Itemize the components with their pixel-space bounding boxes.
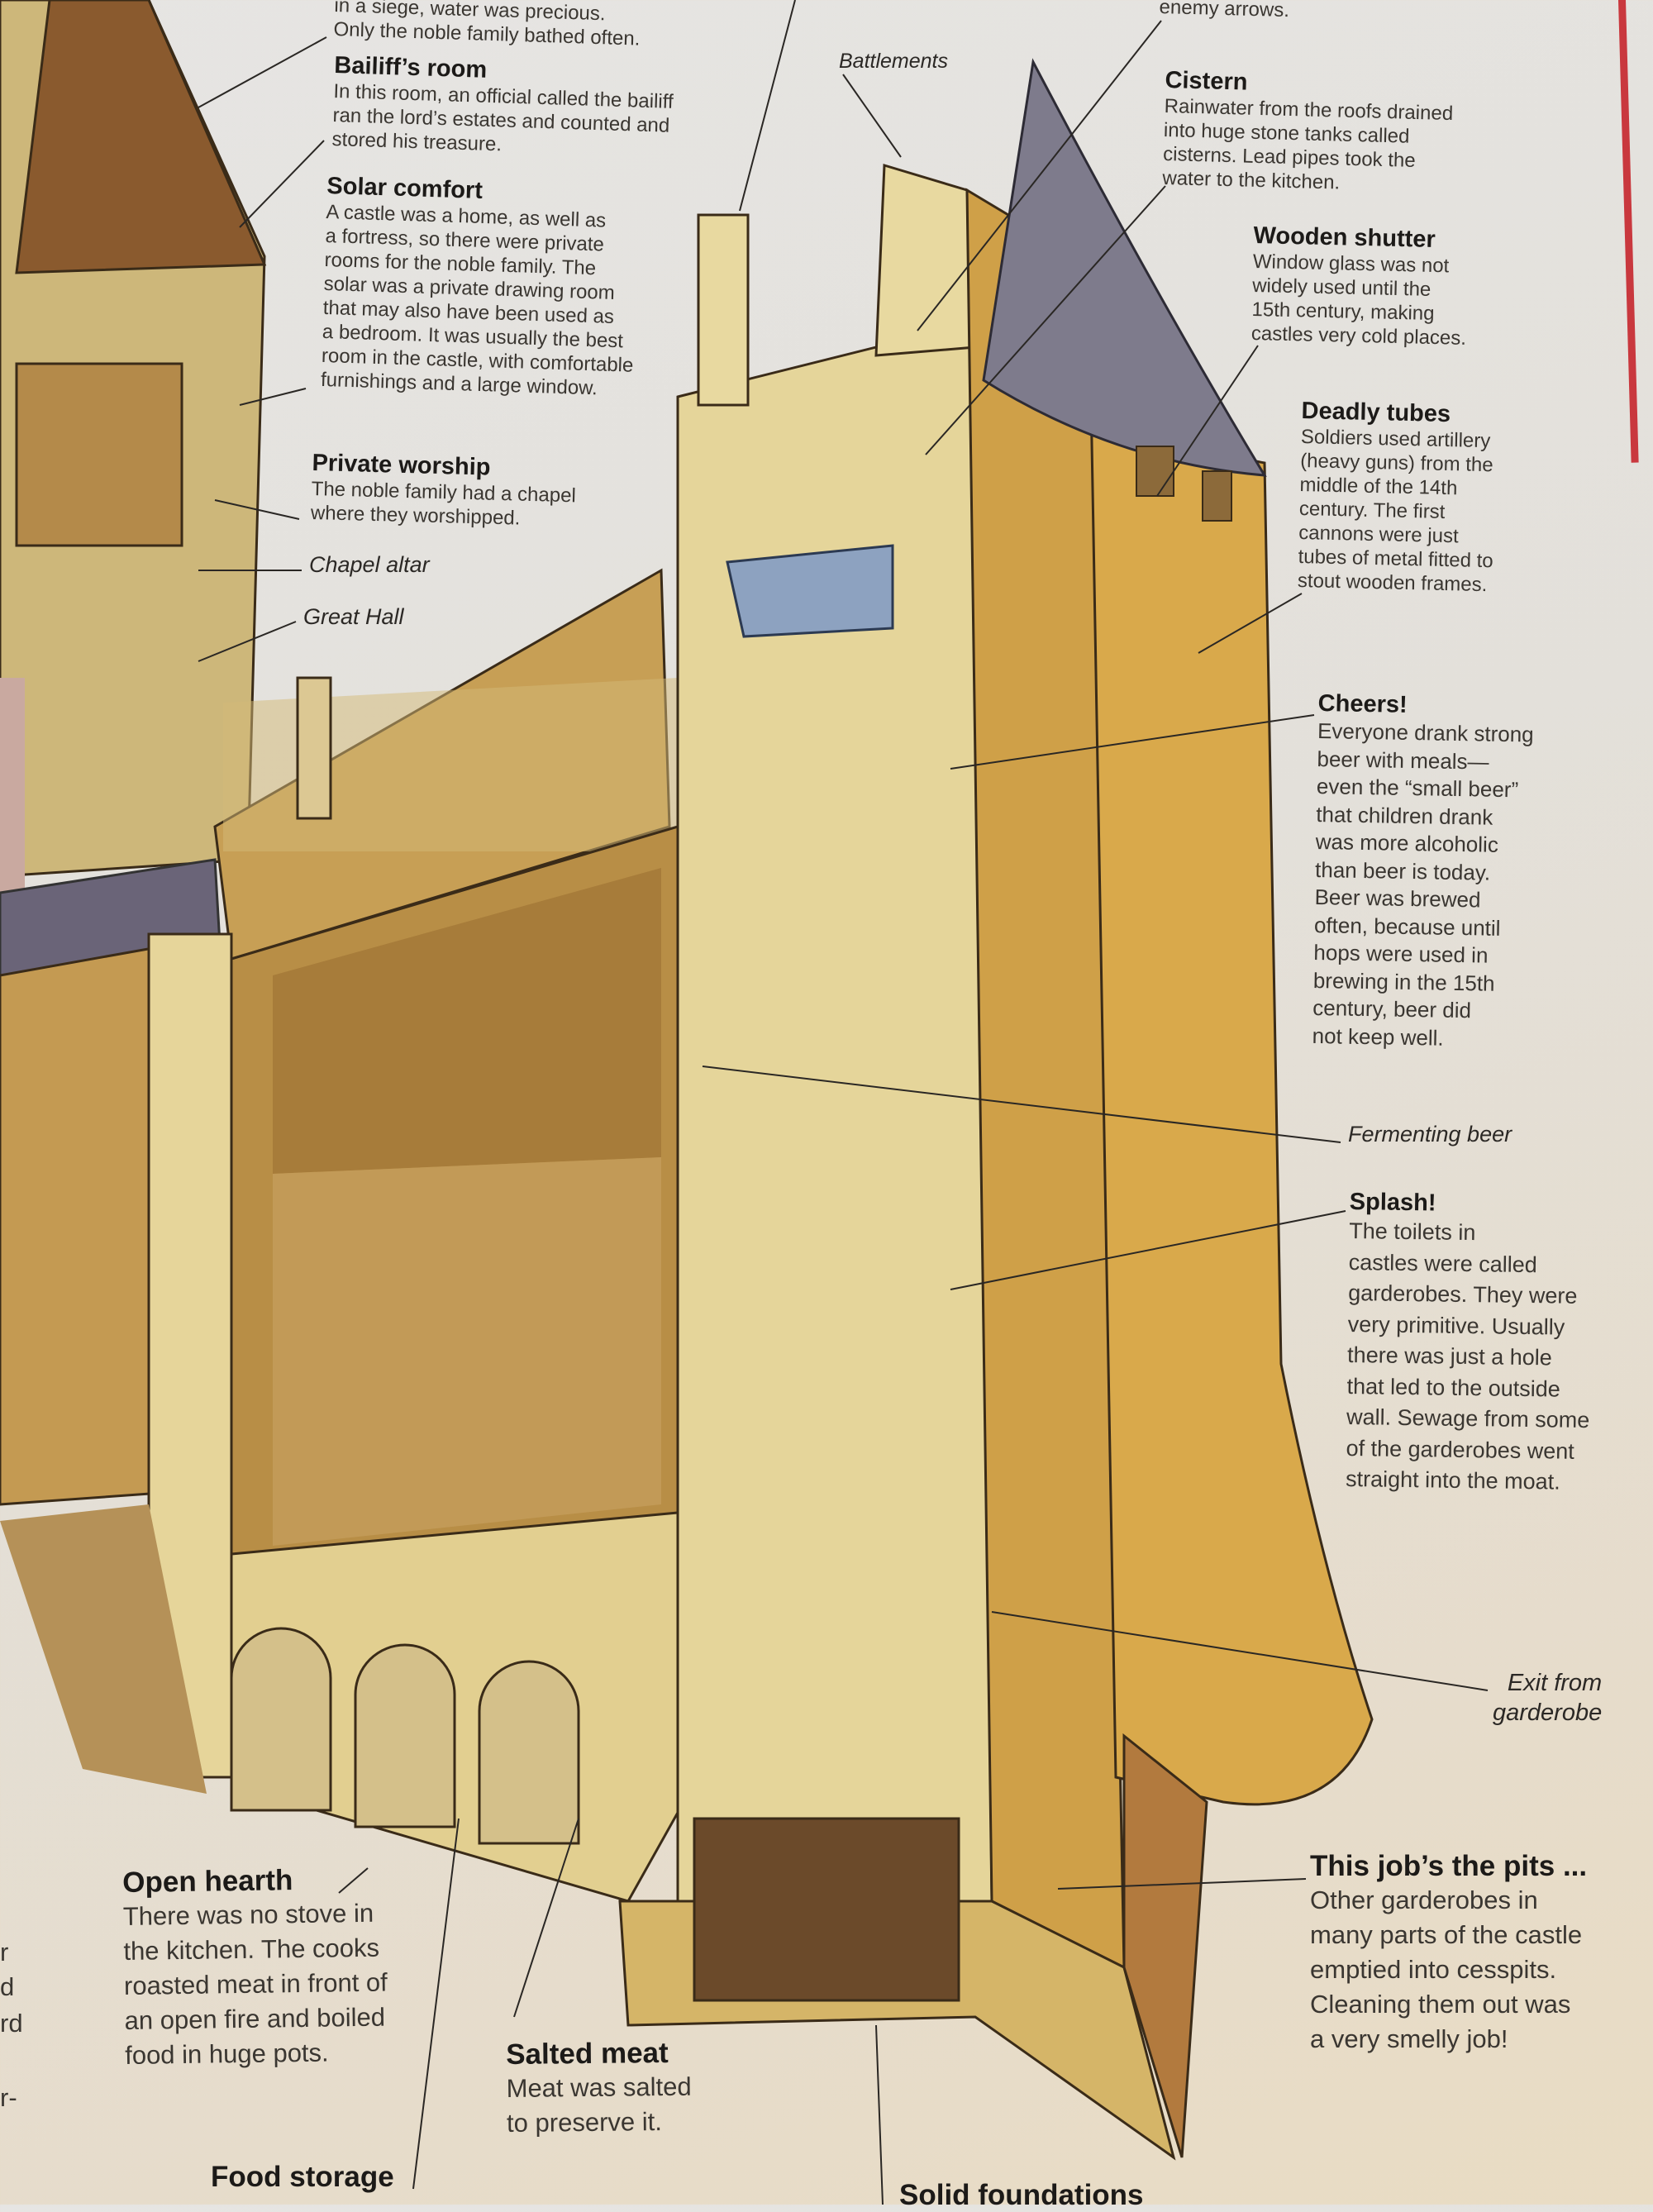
left-page-fragment: d xyxy=(0,1972,15,2001)
hearth-body: There was no stove in the kitchen. The c… xyxy=(122,1898,388,2070)
food-storage-heading: Food storage xyxy=(211,2161,394,2193)
battlements-label: Battlements xyxy=(839,50,949,73)
tubes-body: Soldiers used artillery (heavy guns) fro… xyxy=(1297,425,1493,597)
bailiff-body: In this room, an official called the bai… xyxy=(331,79,674,156)
left-page-fragment: rd xyxy=(0,2009,23,2038)
solar-note: Solar comfort A castle was a home, as we… xyxy=(321,172,640,402)
solar-body: A castle was a home, as well as a fortre… xyxy=(320,200,634,400)
cistern-body: Rainwater from the roofs drained into hu… xyxy=(1162,94,1454,194)
foundations-note: Solid foundations xyxy=(899,2179,1144,2212)
bailiff-note: Bailiff’s room In this room, an official… xyxy=(331,51,674,162)
foundations xyxy=(0,1504,1208,2161)
fermenting-beer-label: Fermenting beer xyxy=(1348,1122,1512,1147)
tubes-heading: Deadly tubes xyxy=(1301,397,1451,428)
cone-roof xyxy=(982,58,1267,477)
food-storage-note: Food storage xyxy=(211,2161,394,2194)
left-tower xyxy=(0,0,267,893)
hearth-heading: Open hearth xyxy=(122,1864,293,1899)
tubes-note: Deadly tubes Soldiers used artillery (he… xyxy=(1298,397,1497,597)
left-page-fragment: r xyxy=(0,1938,9,1966)
pits-heading: This job’s the pits ... xyxy=(1310,1850,1588,1882)
pits-note: This job’s the pits ... Other garderobes… xyxy=(1310,1850,1587,2057)
cheers-note: Cheers! Everyone drank strong beer with … xyxy=(1312,689,1534,1053)
left-page-fragment: r- xyxy=(0,2083,17,2112)
chapel-altar-label: Chapel altar xyxy=(309,552,430,577)
salted-note: Salted meat Meat was salted to preserve … xyxy=(506,2037,692,2141)
worship-note: Private worship The noble family had a c… xyxy=(311,449,578,532)
cheers-body: Everyone drank strong beer with meals— e… xyxy=(1312,717,1534,1051)
round-tower xyxy=(982,58,1374,1806)
shutter-note: Wooden shutter Window glass was not wide… xyxy=(1251,222,1469,350)
hearth-note: Open hearth There was no stove in the ki… xyxy=(122,1863,388,2073)
pits-body: Other garderobes in many parts of the ca… xyxy=(1310,1885,1583,2053)
exit-garderobe-label: Exit from garderobe xyxy=(1493,1670,1603,1726)
worship-body: The noble family had a chapel where they… xyxy=(310,477,577,530)
splash-body: The toilets in castles were called garde… xyxy=(1345,1218,1590,1495)
splash-heading: Splash! xyxy=(1349,1188,1436,1217)
shutter-body: Window glass was not widely used until t… xyxy=(1250,250,1467,350)
foundations-heading: Solid foundations xyxy=(899,2179,1144,2211)
cistern-note: Cistern Rainwater from the roofs drained… xyxy=(1162,66,1454,198)
leader-lines xyxy=(198,0,1489,2205)
arrows-fragment-body: enemy arrows. xyxy=(1159,0,1290,22)
splash-note: Splash! The toilets in castles were call… xyxy=(1346,1188,1593,1499)
arrows-fragment-note: enemy arrows. xyxy=(1159,0,1289,22)
salted-body: Meat was salted to preserve it. xyxy=(506,2071,692,2138)
salted-heading: Salted meat xyxy=(506,2036,669,2071)
cheers-heading: Cheers! xyxy=(1317,689,1408,718)
great-hall-label: Great Hall xyxy=(303,604,404,629)
